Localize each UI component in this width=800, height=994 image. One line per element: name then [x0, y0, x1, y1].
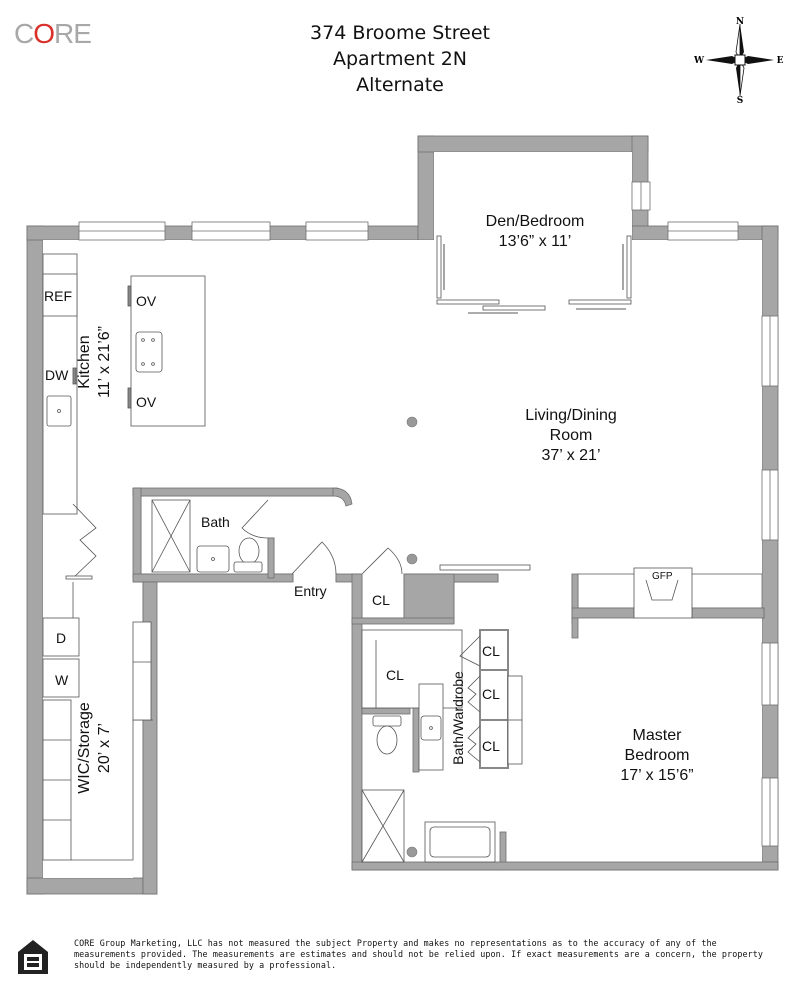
- svg-text:S: S: [737, 96, 744, 104]
- label-dryer: D: [56, 630, 67, 646]
- room-name: Kitchen: [76, 335, 93, 389]
- room-bath-wardrobe: Bath/Wardrobe: [450, 671, 466, 765]
- wall-west: [26, 225, 44, 895]
- logo-o: O: [33, 18, 55, 49]
- listing-title: 374 Broome Street Apartment 2N Alternate: [250, 20, 550, 98]
- windows-east: [761, 315, 779, 847]
- room-name: Living/Dining: [525, 407, 617, 424]
- label-closet-entry: CL: [372, 592, 390, 608]
- disclaimer-text: CORE Group Marketing, LLC has not measur…: [74, 938, 764, 970]
- room-name: WIC/Storage: [76, 702, 93, 794]
- address-line: 374 Broome Street: [310, 22, 490, 44]
- room-master-bedroom: Master Bedroom 17’ x 15’6”: [582, 726, 732, 786]
- room-den: Den/Bedroom 13’6” x 11’: [460, 212, 610, 252]
- room-size: 13’6” x 11’: [498, 233, 572, 250]
- label-gas-fireplace: GFP: [652, 571, 673, 582]
- room-size: 20’ x 7’: [96, 722, 113, 774]
- svg-text:W: W: [694, 56, 705, 66]
- label-closet-wardrobe-2: CL: [482, 686, 500, 702]
- logo-c: C: [14, 18, 34, 49]
- windows-north: [78, 181, 739, 241]
- label-closet-wardrobe-1: CL: [482, 643, 500, 659]
- label-closet-bath: CL: [386, 667, 404, 683]
- label-dishwasher: DW: [45, 367, 69, 383]
- logo-re: RE: [54, 18, 92, 49]
- room-wic-storage: WIC/Storage 20’ x 7’: [75, 693, 115, 803]
- label-oven-bottom: OV: [136, 394, 157, 410]
- variant-line: Alternate: [356, 74, 444, 96]
- label-refrigerator: REF: [44, 288, 72, 304]
- room-size: 17’ x 15’6”: [620, 767, 694, 784]
- room-size: 37’ x 21’: [541, 447, 601, 464]
- svg-text:N: N: [736, 17, 744, 27]
- label-washer: W: [55, 672, 69, 688]
- room-name-2: Room: [549, 427, 593, 444]
- label-closet-wardrobe-3: CL: [482, 738, 500, 754]
- room-name: Den/Bedroom: [485, 213, 585, 230]
- core-logo: CORE: [14, 18, 92, 50]
- room-kitchen: Kitchen 11’ x 21’6”: [75, 307, 115, 417]
- room-size: 11’ x 21’6”: [96, 325, 113, 399]
- room-living-dining: Living/Dining Room 37’ x 21’: [496, 406, 646, 466]
- room-name-2: Bedroom: [624, 747, 690, 764]
- room-entry: Entry: [294, 583, 327, 599]
- room-name: Master: [632, 727, 682, 744]
- svg-text:E: E: [777, 56, 784, 66]
- room-bath: Bath: [201, 514, 230, 530]
- compass-rose-icon: N S W E: [693, 14, 786, 106]
- equal-housing-opportunity-icon: [18, 940, 48, 974]
- label-oven-top: OV: [136, 293, 157, 309]
- refrigerator: [42, 273, 78, 317]
- unit-line: Apartment 2N: [333, 48, 467, 70]
